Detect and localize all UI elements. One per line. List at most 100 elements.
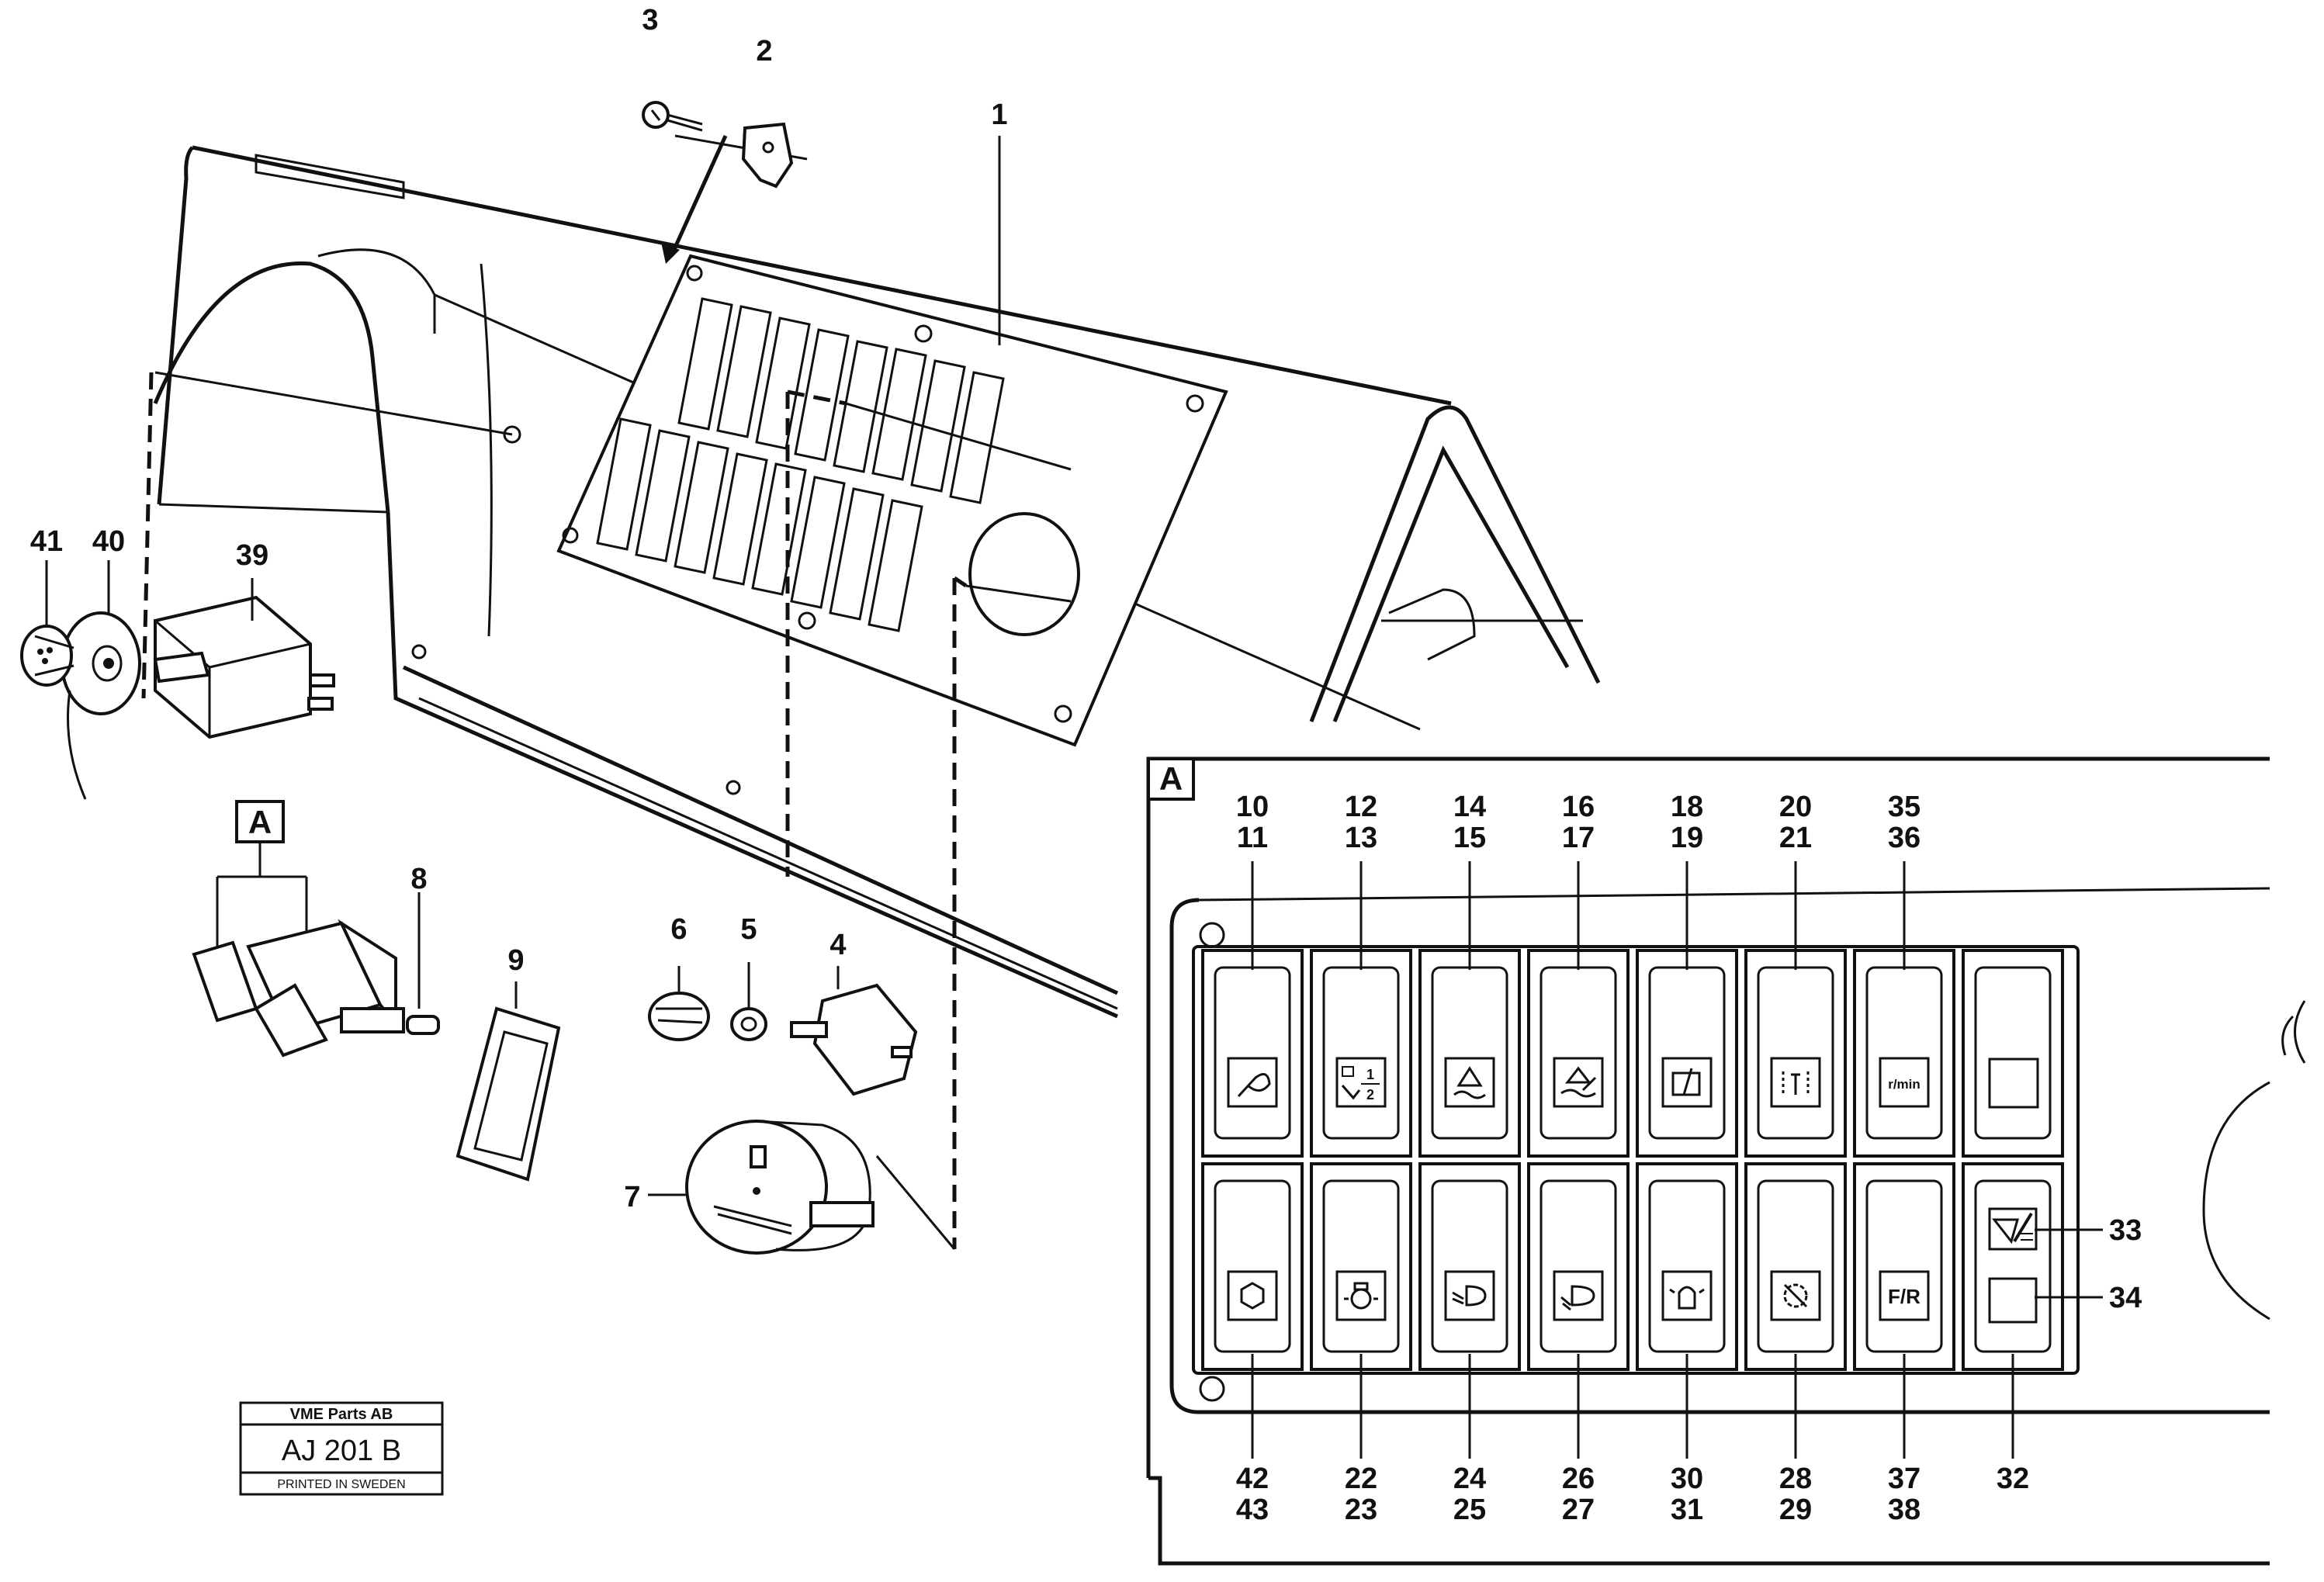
callout-5: 5 — [740, 913, 757, 946]
rpm-icon: r/min — [1879, 1057, 1930, 1108]
nut-5-part — [730, 962, 767, 1041]
assembly-lines — [141, 134, 1072, 1250]
detail-switch-bottom-1 — [1201, 1162, 1304, 1371]
detail-side-label-34: 34 — [2109, 1282, 2142, 1314]
detail-switch-bottom-5 — [1636, 1162, 1738, 1371]
forward-reverse-icon: F/R — [1879, 1270, 1930, 1321]
detail-top-label: 15 — [1453, 822, 1486, 854]
symbol-one: 1 — [1366, 1067, 1374, 1082]
detail-switch-bottom-6 — [1744, 1162, 1847, 1371]
detail-bottom-label: 29 — [1779, 1494, 1812, 1526]
panel-slot — [635, 429, 691, 563]
callout-7: 7 — [624, 1181, 640, 1213]
panel-slot — [596, 417, 652, 551]
callout-1: 1 — [991, 99, 1007, 131]
worklight-icon — [1335, 1270, 1387, 1321]
detail-switch-top-6 — [1744, 949, 1847, 1158]
panel-slot — [674, 441, 729, 574]
detail-top-label: 11 — [1237, 822, 1268, 854]
screw-part — [642, 101, 703, 132]
detail-top-label: 16 — [1562, 791, 1595, 823]
gear-icon — [1770, 1270, 1821, 1321]
symbol-two: 2 — [1366, 1087, 1374, 1103]
callout-9: 9 — [507, 944, 524, 977]
detail-switch-top-8 — [1962, 949, 2064, 1158]
plate-printed: PRINTED IN SWEDEN — [277, 1478, 405, 1491]
detail-tag-box — [1147, 757, 1195, 801]
panel-slot — [794, 328, 850, 462]
headlight-icon — [1444, 1270, 1495, 1321]
rocker-switch — [192, 842, 405, 1058]
symbol-fr: F/R — [1888, 1285, 1921, 1308]
panel-slot — [790, 476, 846, 609]
defroster-icon — [1227, 1270, 1278, 1321]
detail-bottom-label: 30 — [1671, 1463, 1703, 1495]
detail-bottom-label: 24 — [1453, 1463, 1486, 1495]
clip-part — [741, 122, 794, 189]
detail-top-label: 13 — [1345, 822, 1377, 854]
detail-bottom-label: 32 — [1997, 1463, 2029, 1495]
detail-switch-bottom-7: F/R — [1853, 1162, 1955, 1371]
detail-bottom-label: 25 — [1453, 1494, 1486, 1526]
tipper-icon — [1444, 1057, 1495, 1108]
beacon-icon — [1661, 1270, 1713, 1321]
rear-wiper-icon — [1661, 1057, 1713, 1108]
callout-39: 39 — [236, 539, 268, 572]
detail-bottom-label: 42 — [1236, 1463, 1269, 1495]
detail-switch-bottom-8 — [1962, 1162, 2064, 1371]
callout-2: 2 — [756, 35, 772, 68]
blank-icon — [1988, 1058, 2039, 1109]
panel-slot — [716, 305, 772, 438]
detail-bottom-label: 43 — [1236, 1494, 1269, 1526]
detail-switch-top-5 — [1636, 949, 1738, 1158]
detail-bottom-label: 26 — [1562, 1463, 1595, 1495]
detail-side-label-33: 33 — [2109, 1214, 2142, 1247]
switch-panel — [556, 254, 1228, 747]
plate-code: AJ 201 B — [282, 1435, 401, 1467]
rheostat-switch — [153, 595, 335, 739]
detail-switch-top-2: 12 — [1310, 949, 1412, 1158]
detail-tag: A — [1159, 760, 1183, 797]
detail-top-label: 36 — [1888, 822, 1921, 854]
detail-tag-main: A — [248, 804, 272, 840]
wiper-icon — [1227, 1057, 1278, 1108]
detail-bottom-label: 28 — [1779, 1463, 1812, 1495]
detail-top-label: 20 — [1779, 791, 1812, 823]
detail-bottom-label: 23 — [1345, 1494, 1377, 1526]
detail-tag-box-main — [235, 800, 285, 843]
detail-top-label: 10 — [1236, 791, 1269, 823]
panel-slot — [949, 371, 1005, 504]
callout-4: 4 — [830, 929, 846, 961]
knob-6-part — [648, 966, 710, 1041]
dipped-beam-icon — [1553, 1270, 1604, 1321]
callout-8: 8 — [410, 863, 427, 895]
detail-top-label: 21 — [1779, 822, 1812, 854]
detail-switch-bottom-2 — [1310, 1162, 1412, 1371]
detail-switch-top-7: r/min — [1853, 949, 1955, 1158]
transmission-icon — [1988, 1207, 2038, 1251]
callout-40: 40 — [92, 525, 125, 558]
main-callouts: 3 2 1 41 40 39 8 9 6 5 4 7 A — [30, 4, 1008, 1213]
lock-half-icon: 12 — [1335, 1057, 1387, 1108]
detail-switch-top-4 — [1527, 949, 1630, 1158]
detail-switch-top-1 — [1201, 949, 1304, 1158]
detail-top-label: 12 — [1345, 791, 1377, 823]
blank-icon — [1988, 1277, 2038, 1324]
detail-top-label: 19 — [1671, 822, 1703, 854]
level-icon — [1553, 1057, 1604, 1108]
detail-top-label: 14 — [1453, 791, 1486, 823]
symbol-rpm: r/min — [1888, 1077, 1921, 1092]
panel-slot — [712, 452, 768, 586]
washer-part — [61, 611, 141, 715]
callout-3: 3 — [642, 4, 658, 36]
detail-bottom-label: 38 — [1888, 1494, 1921, 1526]
callout-41: 41 — [30, 525, 63, 558]
panel-slot — [910, 359, 966, 493]
width-marker-icon — [1770, 1057, 1821, 1108]
potentiometer-4-part — [790, 966, 918, 1096]
detail-switch-bottom-4 — [1527, 1162, 1630, 1371]
panel-slot — [751, 462, 807, 596]
panel-slot — [677, 297, 733, 431]
panel-slot — [829, 487, 885, 621]
detail-bottom-label: 31 — [1671, 1494, 1703, 1526]
